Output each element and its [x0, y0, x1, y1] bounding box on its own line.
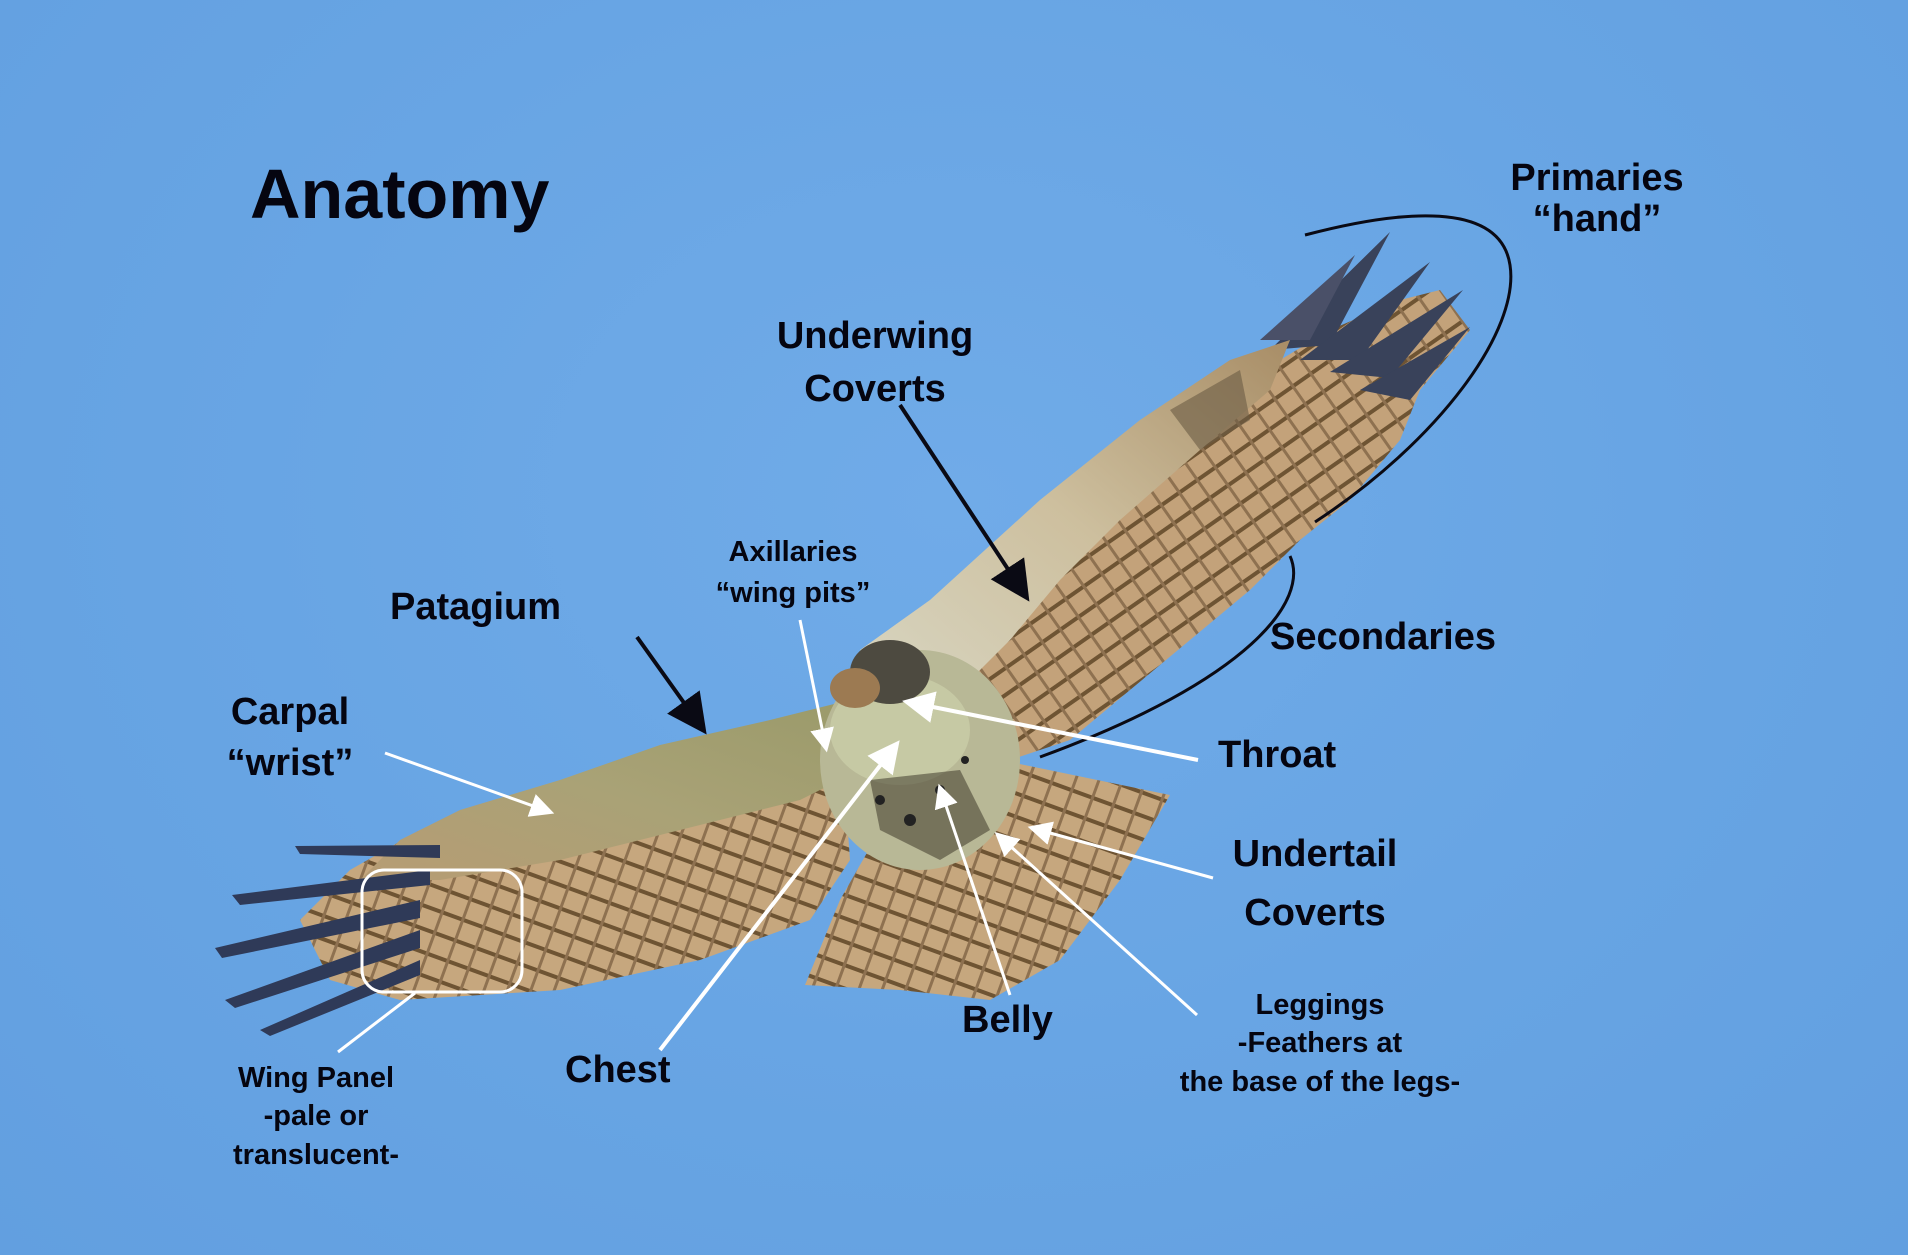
- label-carpal-line2: “wrist”: [226, 742, 354, 785]
- label-primaries-line1: Primaries: [1510, 157, 1684, 199]
- label-underwing-coverts: Underwing Coverts: [730, 315, 1020, 411]
- label-axillaries-line1: Axillaries: [728, 536, 858, 568]
- undertail-coverts-pointer: [1027, 821, 1214, 880]
- label-belly: Belly: [962, 999, 1053, 1041]
- label-wing-panel-line2: -pale or: [263, 1100, 369, 1133]
- label-leggings-line1: Leggings: [1255, 989, 1385, 1021]
- label-undertail-coverts-line1: Undertail: [1232, 833, 1398, 875]
- chest-pointer: [658, 740, 900, 1052]
- carpal-pointer: [384, 751, 555, 817]
- label-leggings: Leggings -Feathers at the base of the le…: [1140, 989, 1500, 1098]
- label-underwing-coverts-line2: Coverts: [804, 368, 946, 411]
- label-chest: Chest: [565, 1049, 671, 1091]
- label-wing-panel-line1: Wing Panel: [237, 1062, 395, 1094]
- diagram-title: Anatomy: [250, 155, 550, 233]
- belly-pointer: [934, 783, 1012, 996]
- label-carpal: Carpal “wrist”: [195, 691, 385, 785]
- axillaries-pointer: [798, 619, 834, 753]
- label-leggings-line3: the base of the legs-: [1179, 1065, 1461, 1098]
- label-patagium-line1: Patagium: [390, 586, 562, 628]
- label-throat-line1: Throat: [1218, 734, 1337, 776]
- label-axillaries: Axillaries “wing pits”: [687, 536, 899, 610]
- wing-panel-highlight-box: [360, 868, 524, 994]
- patagium-pointer: [635, 635, 707, 735]
- label-axillaries-line2: “wing pits”: [715, 577, 871, 610]
- label-primaries: Primaries “hand”: [1472, 157, 1722, 241]
- primaries-bracket: [1304, 214, 1513, 524]
- right-wing: [860, 232, 1470, 760]
- underwing-coverts-pointer: [898, 403, 1030, 602]
- left-wing: [215, 700, 860, 1036]
- leggings-pointer: [994, 831, 1199, 1017]
- secondaries-bracket: [1039, 555, 1296, 759]
- label-belly-line1: Belly: [962, 999, 1053, 1041]
- label-wing-panel-line3: translucent-: [233, 1138, 399, 1171]
- label-secondaries: Secondaries: [1270, 616, 1496, 658]
- label-primaries-line2: “hand”: [1532, 198, 1662, 241]
- label-undertail-coverts: Undertail Coverts: [1190, 833, 1440, 935]
- label-undertail-coverts-line2: Coverts: [1244, 892, 1386, 935]
- label-chest-line1: Chest: [565, 1049, 671, 1091]
- label-carpal-line1: Carpal: [230, 691, 350, 733]
- label-patagium: Patagium: [390, 586, 562, 628]
- label-underwing-coverts-line1: Underwing: [776, 315, 974, 357]
- label-leggings-line2: -Feathers at: [1237, 1027, 1403, 1060]
- throat-pointer: [902, 691, 1199, 762]
- wing-panel-pointer: [337, 991, 416, 1054]
- label-secondaries-line1: Secondaries: [1270, 616, 1496, 658]
- label-wing-panel: Wing Panel -pale or translucent-: [196, 1062, 436, 1171]
- label-throat: Throat: [1218, 734, 1337, 776]
